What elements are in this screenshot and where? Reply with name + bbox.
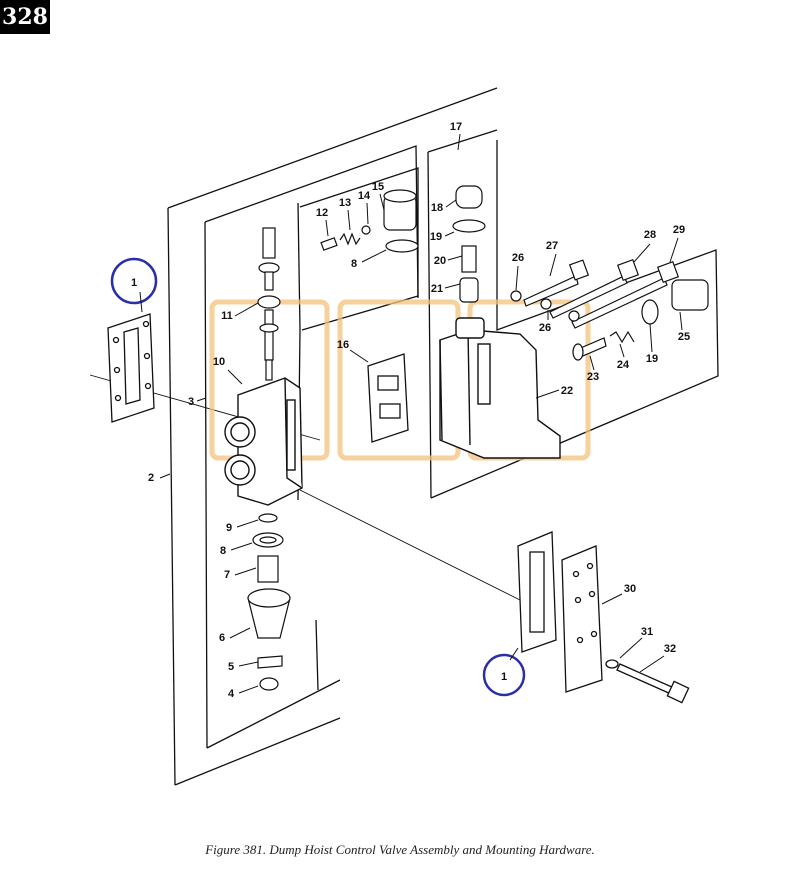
callout-20: 20 bbox=[434, 255, 446, 267]
callout-6: 6 bbox=[219, 632, 225, 644]
callout-8-inset: 8 bbox=[351, 258, 357, 270]
mounting-plate-outline bbox=[167, 87, 498, 786]
callout-4: 4 bbox=[228, 688, 235, 700]
spring-13 bbox=[339, 232, 361, 246]
fitting-7 bbox=[257, 555, 279, 583]
screw-12 bbox=[320, 237, 338, 251]
callout-circle-right bbox=[482, 653, 526, 697]
callout-5: 5 bbox=[228, 661, 234, 673]
bolt-29 bbox=[571, 277, 668, 329]
washer-26b bbox=[540, 298, 552, 310]
callout-25: 25 bbox=[678, 331, 690, 343]
bracket-group-box bbox=[427, 129, 719, 499]
spring-24 bbox=[609, 330, 635, 344]
callout-8: 8 bbox=[220, 545, 226, 557]
spring-20 bbox=[461, 245, 477, 273]
plunger-21 bbox=[459, 277, 479, 303]
callout-7: 7 bbox=[224, 569, 230, 581]
page-number-badge: 328 bbox=[0, 0, 50, 34]
callout-2: 2 bbox=[148, 472, 154, 484]
washer-31 bbox=[605, 659, 619, 669]
bolt-28 bbox=[549, 275, 628, 319]
callout-22: 22 bbox=[561, 385, 573, 397]
spool-seal bbox=[257, 295, 281, 309]
tee-5 bbox=[257, 655, 283, 669]
ball-14 bbox=[361, 225, 371, 235]
callout-30: 30 bbox=[624, 583, 636, 595]
callout-circle-left bbox=[110, 257, 158, 305]
callout-11: 11 bbox=[221, 310, 233, 322]
callout-3: 3 bbox=[188, 396, 194, 408]
callout-27: 27 bbox=[546, 240, 558, 252]
bolt-27 bbox=[523, 275, 579, 307]
callout-31: 31 bbox=[641, 626, 653, 638]
callout-19b: 19 bbox=[646, 353, 658, 365]
figure-caption: Figure 381. Dump Hoist Control Valve Ass… bbox=[205, 842, 595, 857]
callout-1-left: 1 bbox=[131, 277, 137, 289]
callout-15: 15 bbox=[372, 181, 384, 193]
plate-30 bbox=[561, 545, 603, 693]
washer-19 bbox=[452, 219, 486, 233]
ring-9 bbox=[258, 513, 278, 523]
callout-12: 12 bbox=[316, 207, 328, 219]
washer-8-inset bbox=[385, 239, 419, 253]
callout-26a: 26 bbox=[512, 252, 524, 264]
callout-1-right: 1 bbox=[501, 671, 507, 683]
plug-18 bbox=[455, 185, 483, 209]
gasket-16 bbox=[367, 353, 409, 443]
callout-18: 18 bbox=[431, 202, 443, 214]
callout-29: 29 bbox=[673, 224, 685, 236]
callout-28: 28 bbox=[644, 229, 656, 241]
nut-4 bbox=[259, 677, 279, 691]
washer-19b bbox=[641, 299, 659, 325]
spool-top bbox=[262, 227, 276, 259]
callout-19: 19 bbox=[430, 231, 442, 243]
callout-26b: 26 bbox=[539, 322, 551, 334]
callout-23: 23 bbox=[587, 371, 599, 383]
washer-26c bbox=[568, 310, 580, 322]
callout-21: 21 bbox=[431, 283, 443, 295]
callout-9: 9 bbox=[226, 522, 232, 534]
callout-13: 13 bbox=[339, 197, 351, 209]
washer-26a bbox=[510, 290, 522, 302]
callout-32: 32 bbox=[664, 643, 676, 655]
callout-10: 10 bbox=[213, 356, 225, 368]
inset-box bbox=[299, 167, 419, 331]
plug-25 bbox=[671, 279, 709, 311]
callout-16: 16 bbox=[337, 339, 349, 351]
callout-17: 17 bbox=[450, 121, 462, 133]
housing-22 bbox=[439, 329, 561, 459]
callout-24: 24 bbox=[617, 359, 630, 371]
callout-14: 14 bbox=[358, 190, 371, 202]
